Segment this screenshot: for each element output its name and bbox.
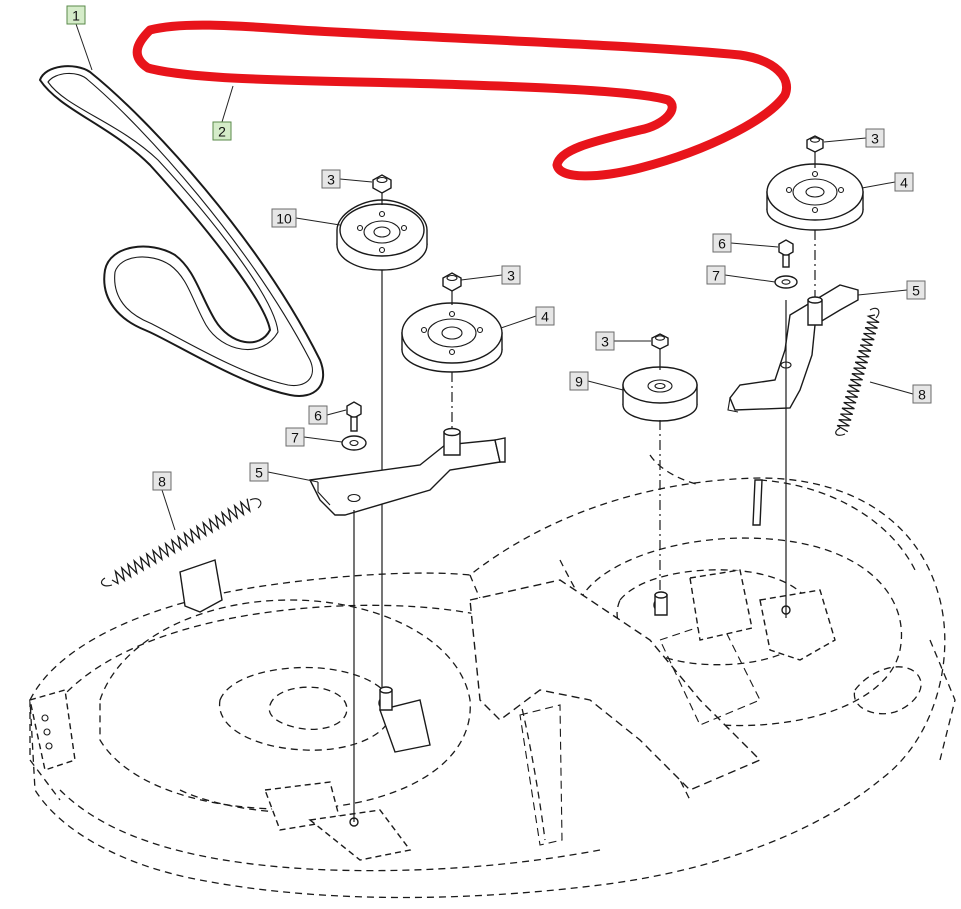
mower-deck xyxy=(29,454,956,899)
callout-number: 8 xyxy=(918,387,926,403)
deck-stud-center xyxy=(654,591,668,616)
callout-box xyxy=(706,265,726,285)
callout-number: 1 xyxy=(72,8,80,24)
callout-box xyxy=(212,121,232,141)
deck-rod xyxy=(752,479,763,526)
callout-box xyxy=(569,371,589,391)
callout-number: 9 xyxy=(575,374,583,390)
callout-leader-line xyxy=(303,436,343,443)
washer-7-left xyxy=(341,435,367,451)
callout-number: 6 xyxy=(314,408,322,424)
belt-outline xyxy=(38,65,325,397)
bolt-6-left xyxy=(346,401,362,432)
callout-4: 4 xyxy=(500,306,555,329)
callout-5: 5 xyxy=(249,462,319,483)
deck-stud-left xyxy=(379,686,393,711)
spring-8-left xyxy=(100,498,262,587)
callout-3: 3 xyxy=(321,169,373,189)
callout-2: 2 xyxy=(212,85,234,141)
callout-box xyxy=(865,128,885,148)
callout-box xyxy=(906,280,926,300)
callout-1: 1 xyxy=(66,5,93,71)
callout-box xyxy=(285,427,305,447)
pulley-10 xyxy=(336,199,428,690)
callout-3: 3 xyxy=(595,331,651,351)
callout-number: 7 xyxy=(291,430,299,446)
pulley-4-right xyxy=(766,163,864,300)
nut-3b xyxy=(442,272,462,305)
callout-box xyxy=(152,471,172,491)
callout-leader-line xyxy=(221,85,234,123)
callout-number: 4 xyxy=(541,309,549,325)
callout-leader-line xyxy=(587,380,624,391)
callout-box xyxy=(66,5,86,25)
callout-10: 10 xyxy=(271,208,341,228)
callout-leader-line xyxy=(500,315,537,329)
callout-number: 10 xyxy=(276,211,292,227)
callout-7: 7 xyxy=(285,427,343,447)
nut-3c xyxy=(651,333,669,370)
callout-7: 7 xyxy=(706,265,776,285)
callout-leader-line xyxy=(326,409,347,416)
callout-leader-line xyxy=(267,471,319,483)
callout-8: 8 xyxy=(152,471,176,531)
callout-number: 5 xyxy=(255,465,263,481)
idler-arm-5-right xyxy=(727,284,859,618)
callout-number: 2 xyxy=(218,124,226,140)
callout-number: 3 xyxy=(327,172,335,188)
callout-box xyxy=(308,405,328,425)
callout-leader-line xyxy=(161,489,176,531)
callout-number: 6 xyxy=(718,236,726,252)
callout-9: 9 xyxy=(569,371,624,391)
callout-leader-line xyxy=(460,274,503,281)
callout-box xyxy=(894,172,914,192)
callout-box xyxy=(501,265,521,285)
callout-4: 4 xyxy=(861,172,914,192)
callout-leader-line xyxy=(857,289,908,296)
callout-number: 3 xyxy=(601,334,609,350)
callout-number: 4 xyxy=(900,175,908,191)
pulley-9 xyxy=(622,366,698,600)
callout-number: 3 xyxy=(507,268,515,284)
callout-3: 3 xyxy=(823,128,885,148)
spring-8-right xyxy=(835,307,880,436)
nut-3d xyxy=(806,135,824,168)
belt-highlighted xyxy=(132,20,791,181)
callout-box xyxy=(321,169,341,189)
callout-number: 3 xyxy=(871,131,879,147)
callout-box xyxy=(912,384,932,404)
callout-3: 3 xyxy=(460,265,521,285)
callout-leader-line xyxy=(295,217,341,226)
callout-box xyxy=(271,208,297,228)
washer-7-right xyxy=(774,275,798,289)
callout-leader-line xyxy=(75,23,93,71)
callout-leader-line xyxy=(724,274,776,283)
callout-leader-line xyxy=(869,381,914,395)
callout-leader-line xyxy=(339,178,373,183)
idler-arm-5-left xyxy=(308,427,506,822)
callout-5: 5 xyxy=(857,280,926,300)
callout-box xyxy=(535,306,555,326)
callout-box xyxy=(595,331,615,351)
pulley-4-left xyxy=(401,302,503,430)
callout-number: 7 xyxy=(712,268,720,284)
callout-leader-line xyxy=(861,181,896,189)
callout-number: 5 xyxy=(912,283,920,299)
nut-3a xyxy=(372,174,392,205)
bolt-6-right xyxy=(778,239,794,268)
callout-8: 8 xyxy=(869,381,932,404)
callout-number: 8 xyxy=(158,474,166,490)
callout-box xyxy=(712,233,732,253)
callout-6: 6 xyxy=(308,405,347,425)
callout-6: 6 xyxy=(712,233,779,253)
callout-leader-line xyxy=(730,242,779,248)
callout-box xyxy=(249,462,269,482)
callout-leader-line xyxy=(823,137,867,143)
